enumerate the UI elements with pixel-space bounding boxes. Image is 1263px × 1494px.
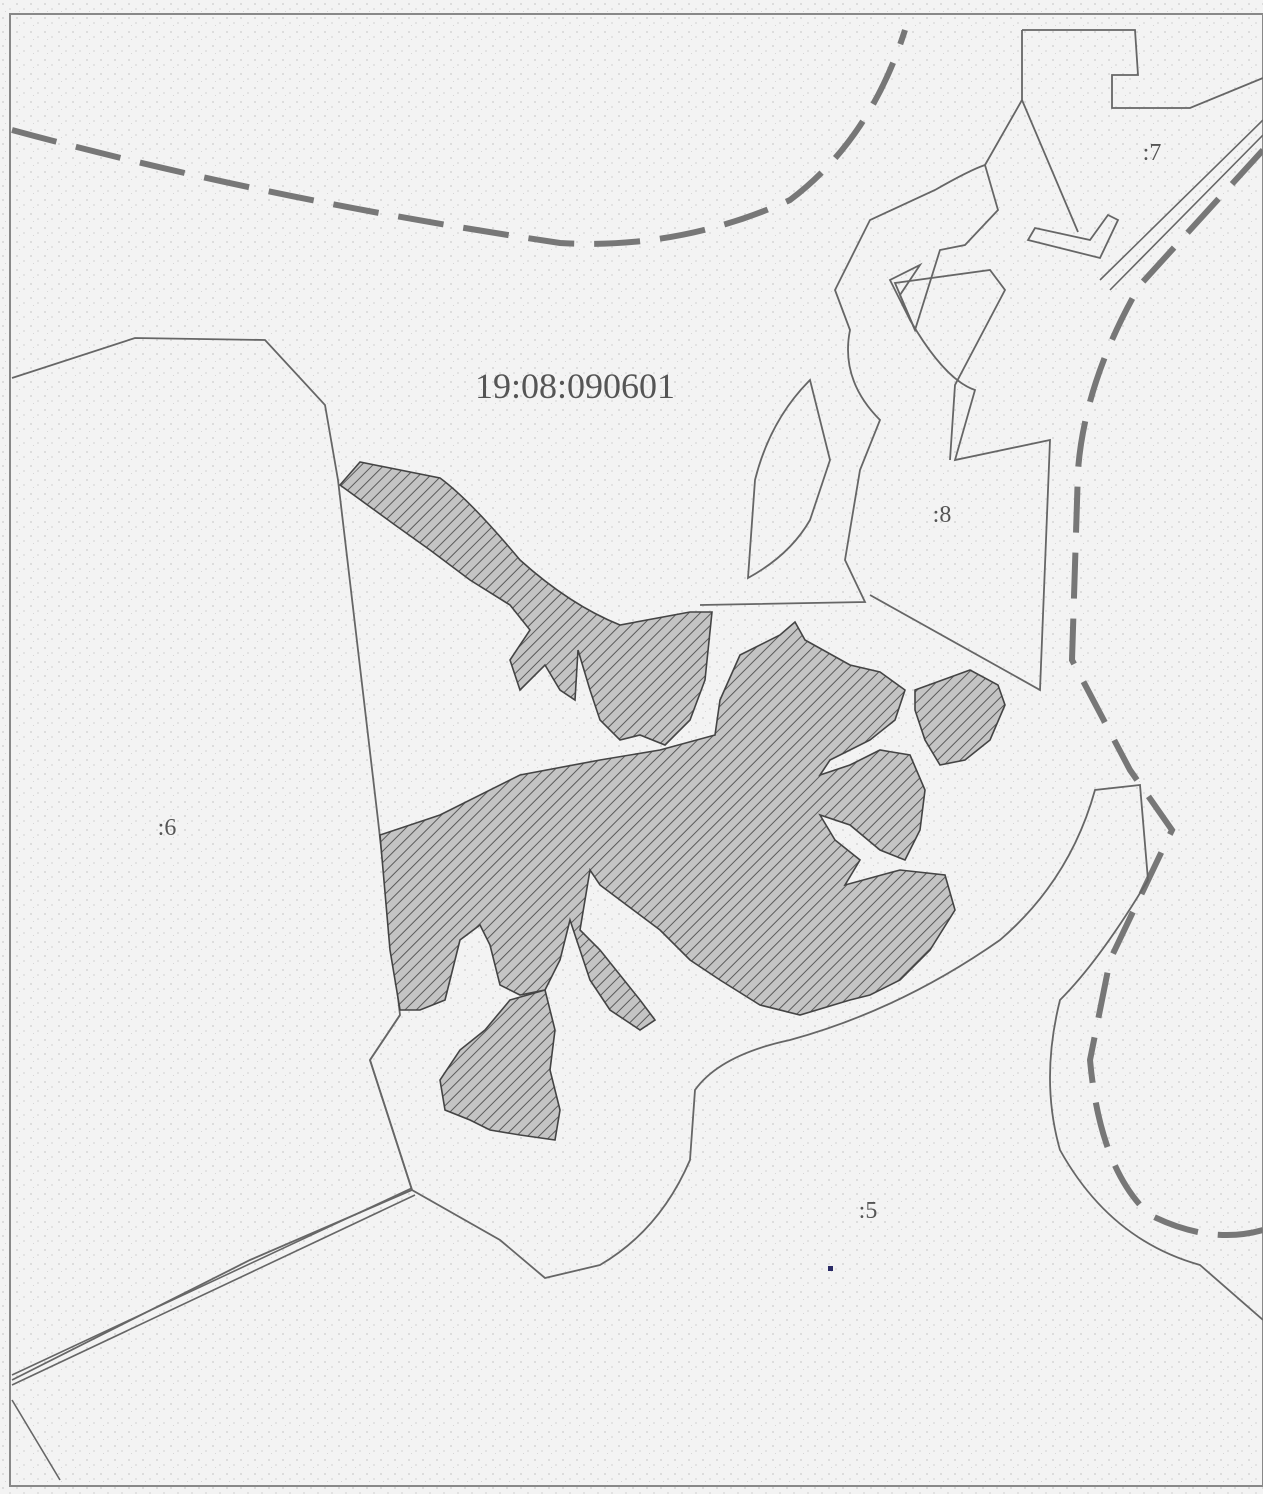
road-line-a (11, 1187, 413, 1376)
parcel-6-label: :6 (158, 815, 177, 841)
map-dot-marker (828, 1266, 833, 1271)
road-east-double (1099, 119, 1263, 291)
road-line-c (11, 1399, 61, 1481)
parcel-7-spur (984, 30, 1120, 260)
hatched-area-north (338, 461, 713, 746)
dashed-boundary-east (1068, 147, 1263, 1238)
parcel-5-label: :5 (859, 1198, 878, 1224)
map-border (9, 13, 1263, 1487)
hatched-area-central (379, 620, 956, 1031)
parcel-8-arm (893, 269, 1007, 461)
hatched-area-east (914, 669, 1006, 766)
parcel-8-label: :8 (933, 502, 952, 528)
parcel-7-label: :7 (1143, 140, 1162, 166)
hatched-area-south (439, 989, 561, 1141)
parcel-8-inner-strip (746, 378, 831, 580)
parcel-7-outline (1022, 29, 1263, 109)
dashed-boundary-north (11, 29, 908, 247)
parcel-5-outline (369, 784, 1263, 1321)
parcel-8-outline (699, 163, 1051, 692)
cadastral-block-label: 19:08:090601 (475, 366, 675, 406)
road-line-b (11, 1194, 416, 1386)
